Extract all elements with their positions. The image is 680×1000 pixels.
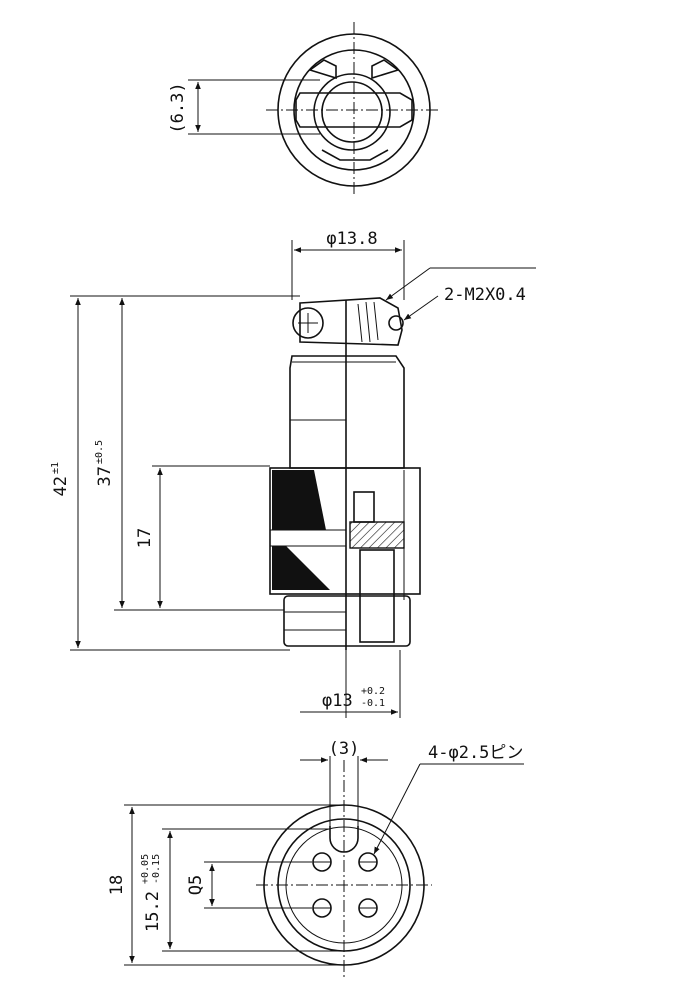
pins-leader (373, 763, 421, 855)
top-view-tab-bottom (321, 149, 389, 161)
clamp-screw-left (292, 307, 324, 339)
bottom-view: (3) 4-φ2.5ピン 18 15.2 +0.05 -0.15 Q5 (107, 739, 524, 980)
top-view-clamp (295, 92, 413, 128)
pins-label: 4-φ2.5ピン (428, 743, 523, 763)
pin-bottom-left (312, 898, 332, 918)
top-view-tab-right (371, 59, 400, 80)
top-view: (6.3) (168, 22, 440, 196)
outer-dia-label: 18 (107, 875, 127, 895)
dia-bottom-label: φ13 (322, 691, 353, 711)
grip-length-label: 17 (135, 528, 155, 548)
top-view-core-outer (313, 73, 391, 151)
top-view-dim-label: (6.3) (168, 82, 188, 133)
grip-knurl-lower (272, 546, 330, 590)
body-length-label: 37 (95, 466, 115, 486)
grip-outer (269, 467, 421, 595)
dia-bottom-tol-upper: +0.2 (361, 686, 385, 697)
key-width-label: (3) (329, 739, 360, 759)
pin-top-right (358, 852, 378, 872)
thread-label: 2-M2X0.4 (444, 285, 526, 305)
top-view-tab-left (308, 59, 337, 80)
inner-tol-upper: +0.05 (140, 854, 151, 884)
pin-top-left (312, 852, 332, 872)
leader-2 (403, 295, 439, 321)
pin-pitch-label: Q5 (186, 875, 206, 895)
clamp-body (299, 297, 403, 346)
clamp-ridges (357, 301, 379, 343)
body-length-tol: ±0.5 (94, 440, 105, 464)
neck (289, 355, 405, 469)
bottom-nut (283, 595, 411, 647)
inner-tol-lower: -0.15 (151, 854, 162, 884)
inner-dia-label: 15.2 (143, 891, 163, 932)
top-view-core-inner (321, 81, 383, 143)
grip-knurl-upper (272, 470, 326, 530)
pin-bottom-right (358, 898, 378, 918)
section-hatch (349, 521, 405, 549)
clamp-screw-right (388, 315, 404, 331)
side-view: φ13.8 2-M2X0.4 42 ±1 37 ±0.5 17 φ13 +0.2 (50, 229, 536, 718)
section-pin-slot (353, 491, 375, 523)
leader-1 (385, 267, 431, 301)
total-length-tol: ±1 (50, 462, 61, 474)
dia-top-label: φ13.8 (326, 229, 377, 249)
dia-bottom-tol-lower: -0.1 (361, 698, 385, 709)
total-length-label: 42 (51, 476, 71, 496)
